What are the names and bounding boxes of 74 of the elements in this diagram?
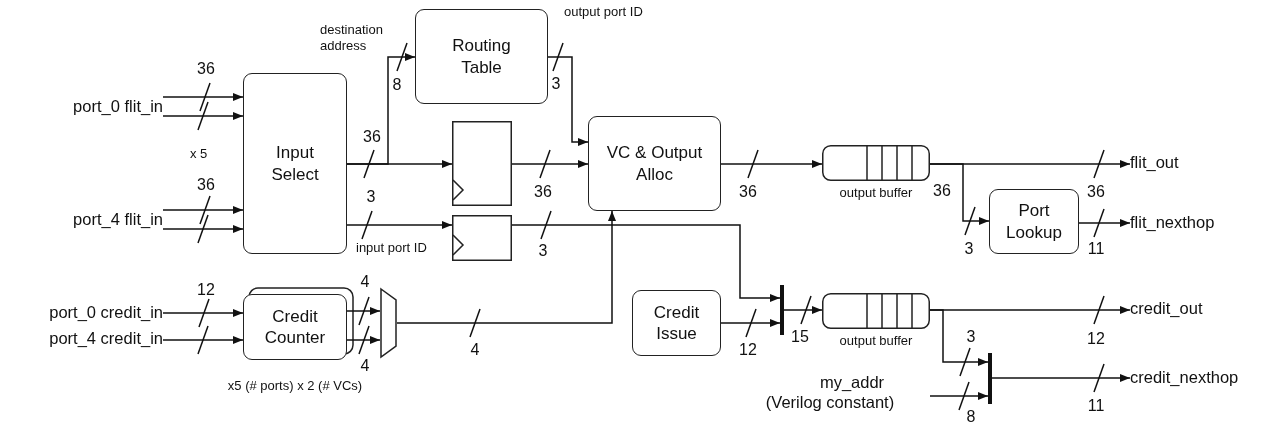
block-caption: output buffer (839, 185, 913, 201)
bus-width-label: 3 (366, 189, 376, 205)
queue-buffer (822, 293, 930, 329)
process-block: Input Select (243, 73, 347, 254)
bus-width-label: 4 (360, 274, 370, 290)
arrow (929, 392, 989, 400)
arrow (346, 160, 453, 168)
mux-trapezoid (380, 288, 397, 358)
bus-width-label: 11 (1087, 241, 1105, 257)
arrow (346, 307, 381, 315)
concat-bar (780, 285, 784, 335)
arrow (346, 221, 453, 229)
arrow (1078, 219, 1131, 227)
arrow (929, 309, 989, 366)
concat-bar (988, 353, 992, 404)
bus-width-label: 11 (1087, 398, 1105, 414)
arrow (720, 319, 781, 327)
annotation-text: x 5 (190, 146, 208, 162)
arrow (547, 56, 589, 146)
arrow (162, 206, 244, 214)
arrow (162, 112, 244, 120)
process-block: Credit Counter (243, 294, 347, 360)
bus-width-label: 8 (966, 409, 976, 424)
bus-width-label: 36 (1087, 184, 1105, 200)
bus-width-label: 36 (197, 177, 215, 193)
arrow (991, 374, 1131, 382)
process-block: Routing Table (415, 9, 548, 104)
arrow (929, 163, 990, 225)
arrow (346, 336, 381, 344)
arrow (396, 210, 616, 324)
bus-width-label: 3 (964, 241, 974, 257)
signal-name: port_4 flit_in (73, 210, 163, 230)
register-box (452, 215, 512, 261)
process-block: VC & Output Alloc (588, 116, 721, 211)
bus-width-label: 36 (739, 184, 757, 200)
signal-name: flit_nexthop (1130, 213, 1215, 233)
process-block: Credit Issue (632, 290, 721, 356)
bus-width-label: 12 (739, 342, 757, 358)
annotation-text: output port ID (564, 4, 643, 20)
arrow (511, 224, 781, 302)
annotation-text: input port ID (356, 240, 427, 256)
register-box (452, 121, 512, 206)
signal-name: my_addr (Verilog constant) (760, 373, 930, 413)
arrow (162, 225, 244, 233)
signal-name: credit_nexthop (1130, 368, 1239, 388)
bus-width-label: 36 (363, 129, 381, 145)
bus-width-label: 4 (470, 342, 480, 358)
bus-width-label: 36 (534, 184, 552, 200)
annotation-text: destination address (320, 22, 384, 54)
signal-name: flit_out (1130, 153, 1179, 173)
bus-width-label: 4 (360, 358, 370, 374)
bus-width-label: 15 (791, 329, 809, 345)
bus-width-label: 12 (1087, 331, 1105, 347)
annotation-text: 36 (933, 183, 951, 199)
bus-width-label: 8 (392, 77, 402, 93)
arrow (720, 160, 823, 168)
block-caption: x5 (# ports) x 2 (# VCs) (227, 378, 363, 394)
arrow (511, 160, 589, 168)
signal-name: port_4 credit_in (49, 329, 163, 349)
signal-name: port_0 flit_in (73, 97, 163, 117)
queue-buffer (822, 145, 930, 181)
bus-width-label: 3 (966, 329, 976, 345)
bus-width-label: 36 (197, 61, 215, 77)
bus-width-label: 12 (197, 282, 215, 298)
signal-name: credit_out (1130, 299, 1203, 319)
arrow (162, 309, 244, 317)
process-block: Port Lookup (989, 189, 1079, 254)
block-caption: output buffer (839, 333, 913, 349)
arrow (783, 306, 823, 314)
bus-width-label: 3 (551, 76, 561, 92)
signal-name: port_0 credit_in (49, 303, 163, 323)
arrow (162, 336, 244, 344)
bus-width-label: 3 (538, 243, 548, 259)
arrow (162, 93, 244, 101)
